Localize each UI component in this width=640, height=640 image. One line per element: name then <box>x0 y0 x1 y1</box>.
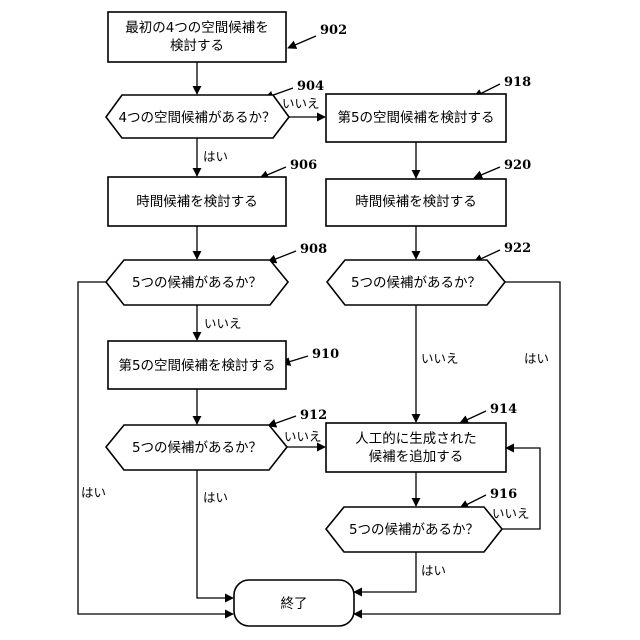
edge-label-916-no: いいえ <box>492 506 530 521</box>
edge-label-904-yes: はい <box>203 149 228 164</box>
ref-leader-908 <box>268 251 296 262</box>
node-912: 5つの候補があるか？ <box>106 425 287 470</box>
edge-label-912-yes: はい <box>203 490 228 505</box>
ref-label-920: 920 <box>504 158 531 173</box>
edge-label-922-no: いいえ <box>421 351 459 366</box>
node-916: 5つの候補があるか？ <box>326 507 502 552</box>
node-904: 4つの空間候補があるか？ <box>106 95 289 138</box>
ref-label-906: 906 <box>290 158 317 173</box>
node-914-label-line2: 候補を追加する <box>369 449 464 465</box>
node-end-label: 終了 <box>281 596 308 612</box>
edge-916-end <box>354 552 416 592</box>
edge-label-908-no: いいえ <box>204 316 242 331</box>
edge-label-922-yes: はい <box>524 351 549 366</box>
node-906: 時間候補を検討する <box>108 177 286 226</box>
ref-label-916: 916 <box>490 487 517 502</box>
node-922-label: 5つの候補があるか？ <box>351 275 481 291</box>
node-916-label: 5つの候補があるか？ <box>349 522 479 538</box>
node-914: 人工的に生成された 候補を追加する <box>326 423 506 472</box>
edge-label-904-no: いいえ <box>282 96 320 111</box>
node-912-label: 5つの候補があるか？ <box>132 440 262 456</box>
ref-leader-914 <box>460 411 486 423</box>
ref-leader-912 <box>268 416 296 426</box>
node-902-label-line2: 検討する <box>170 38 224 54</box>
node-906-label: 時間候補を検討する <box>136 194 258 210</box>
node-918: 第5の空間候補を検討する <box>326 94 506 142</box>
edge-label-912-no: いいえ <box>284 429 322 444</box>
node-910: 第5の空間候補を検討する <box>108 341 286 389</box>
ref-label-904: 904 <box>297 79 324 94</box>
node-end: 終了 <box>234 580 354 626</box>
ref-leader-902 <box>288 36 316 48</box>
node-908-label: 5つの候補があるか？ <box>132 275 262 291</box>
node-908: 5つの候補があるか？ <box>106 260 288 305</box>
node-914-label-line1: 人工的に生成された <box>355 431 477 447</box>
node-902-label-line1: 最初の4つの空間候補を <box>125 19 269 36</box>
edge-label-908-yes: はい <box>81 485 106 500</box>
ref-label-922: 922 <box>504 241 531 256</box>
ref-label-908: 908 <box>300 242 327 257</box>
edge-label-916-yes: はい <box>421 563 446 578</box>
node-920: 時間候補を検討する <box>326 179 506 226</box>
ref-label-912: 912 <box>300 408 327 423</box>
ref-leader-916 <box>460 495 486 508</box>
ref-leader-920 <box>474 167 500 178</box>
ref-label-914: 914 <box>490 402 517 417</box>
node-902: 最初の4つの空間候補を 検討する <box>108 12 286 62</box>
node-922: 5つの候補があるか？ <box>327 260 505 305</box>
node-918-label: 第5の空間候補を検討する <box>337 109 494 126</box>
node-920-label: 時間候補を検討する <box>355 194 477 210</box>
ref-label-902: 902 <box>320 23 347 38</box>
node-904-label: 4つの空間候補があるか？ <box>118 110 275 126</box>
node-910-label: 第5の空間候補を検討する <box>118 357 275 374</box>
ref-label-918: 918 <box>504 75 531 90</box>
ref-label-910: 910 <box>312 347 339 362</box>
